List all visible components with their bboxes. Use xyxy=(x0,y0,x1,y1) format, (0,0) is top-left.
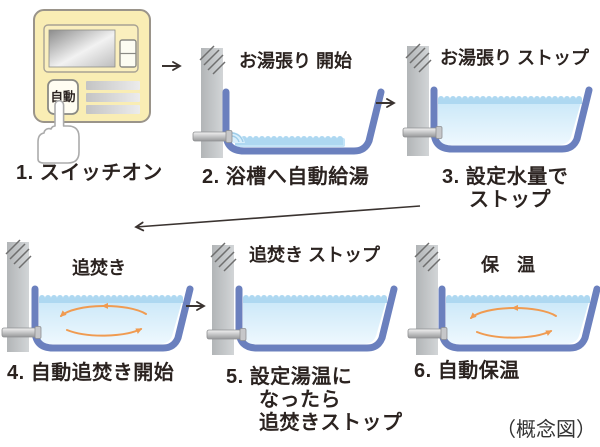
caption-line: ストップ xyxy=(517,48,590,68)
faucet xyxy=(1,326,42,339)
label-step5: 5. 設定湯温に なったら 追焚きストップ xyxy=(226,366,403,435)
flow-arrow-1 xyxy=(162,61,182,71)
caption-line: 追焚き xyxy=(72,258,126,278)
water-surface-wave xyxy=(235,136,343,145)
remote-control-illustration: 自動 xyxy=(33,9,151,164)
label-line: 3. 設定水量で xyxy=(442,166,569,188)
faucet xyxy=(402,126,443,139)
water-surface-wave xyxy=(243,295,387,303)
water-fill xyxy=(39,298,183,344)
caption-line: お湯張り xyxy=(238,51,311,71)
concept-note: （概念図） xyxy=(496,419,596,441)
step6-illustration xyxy=(407,242,600,356)
caption-line: ストップ xyxy=(308,245,381,265)
caption-step3: お湯張り ストップ xyxy=(440,48,589,69)
wall-column xyxy=(405,43,432,157)
pointing-hand-icon xyxy=(37,99,80,164)
flow-arrow-2 xyxy=(376,98,396,108)
caption-step6: 保 温 xyxy=(447,255,569,276)
caption-line: 開始 xyxy=(316,51,352,71)
return-flow-arrow xyxy=(134,205,421,232)
faucet xyxy=(192,130,233,143)
label-step4: 4. 自動追焚き開始 xyxy=(7,362,175,384)
label-line: 5. 設定湯温に xyxy=(226,366,353,388)
label-line: 追焚きストップ xyxy=(259,412,403,434)
water-surface-wave xyxy=(39,295,183,303)
water-fill xyxy=(438,99,582,145)
caption-step4: 追焚き xyxy=(39,258,159,279)
label-line: なったら xyxy=(259,389,341,411)
indicator-bars xyxy=(86,81,140,114)
step2-illustration xyxy=(192,45,390,159)
step3-illustration xyxy=(402,43,600,157)
step4-illustration xyxy=(1,239,202,353)
label-step1: 1. スイッチオン xyxy=(16,162,163,184)
water-surface-wave xyxy=(438,96,582,104)
caption-line: 保 温 xyxy=(481,255,535,275)
step5-illustration xyxy=(206,242,405,356)
water-fill xyxy=(446,298,590,344)
caption-step2: お湯張り 開始 xyxy=(233,51,358,72)
faucet xyxy=(206,328,247,341)
caption-line: 追焚き xyxy=(249,245,303,265)
water-surface-wave xyxy=(446,295,590,303)
label-step2: 2. 浴槽へ自動給湯 xyxy=(202,166,370,188)
faucet xyxy=(407,327,448,340)
label-step3: 3. 設定水量で ストップ xyxy=(442,166,568,212)
caption-line: お湯張り xyxy=(440,48,512,68)
water-fill xyxy=(243,298,387,344)
flow-arrow-3 xyxy=(186,301,206,311)
remote-screen xyxy=(48,29,116,68)
label-step6: 6. 自動保温 xyxy=(414,360,520,382)
rocker-switch xyxy=(119,39,137,68)
caption-step5: 追焚き ストップ xyxy=(249,245,380,266)
label-line: ストップ xyxy=(469,189,551,211)
auto-button-label: 自動 xyxy=(50,89,75,104)
